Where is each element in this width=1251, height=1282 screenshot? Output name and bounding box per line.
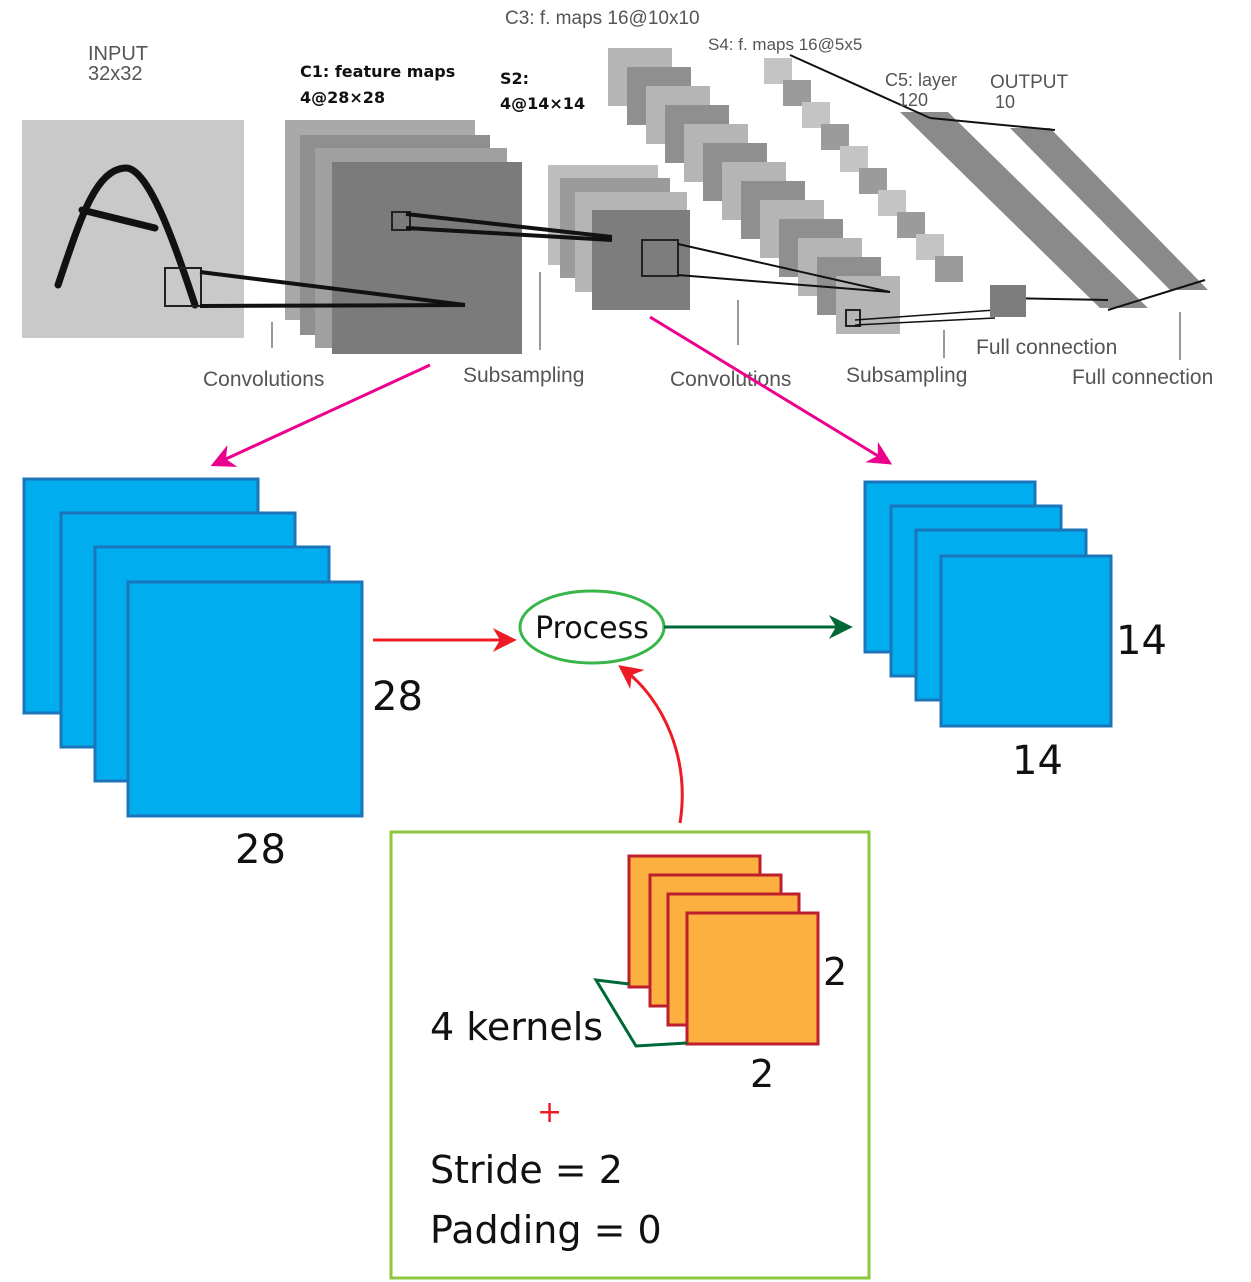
projection-input-c1 [199, 270, 466, 308]
op-subsampling-2: Subsampling [846, 364, 967, 387]
pink-arrow-right [649, 315, 893, 465]
kernels-count-label: 4 kernels [430, 1005, 603, 1049]
projection-s2-c3 [677, 243, 891, 293]
s4-map [764, 58, 792, 84]
c5-label: C5: layer [885, 70, 957, 90]
stride-label: Stride = 2 [430, 1148, 623, 1192]
s4-map [840, 146, 868, 172]
op-full-connection-2: Full connection [1072, 366, 1213, 389]
projection-c1-s2 [405, 212, 613, 242]
s4-feature-maps [764, 58, 963, 282]
output-map-height: 14 [1116, 618, 1167, 664]
input-title: INPUT [88, 43, 148, 65]
output-feature-maps [863, 480, 1113, 728]
process-label: Process [535, 611, 649, 646]
input-map-width: 28 [235, 827, 286, 873]
op-subsampling-1: Subsampling [463, 364, 584, 387]
padding-label: Padding = 0 [430, 1208, 662, 1252]
s4-receptive-field [845, 309, 996, 327]
s4-map [802, 102, 830, 128]
kernel-stack [627, 854, 820, 1046]
s2-title: S2: [500, 69, 529, 88]
s4-map [935, 256, 963, 282]
kernels-pointer [593, 978, 688, 1048]
output-layer-band [1010, 128, 1208, 290]
s4-map [821, 124, 849, 150]
s4-map [859, 168, 887, 194]
c5-layer-band [900, 112, 1148, 308]
c3-feature-maps [608, 48, 900, 334]
s4-label: S4: f. maps 16@5x5 [708, 35, 862, 54]
stage-separators [271, 272, 1181, 360]
s4-map [878, 190, 906, 216]
plus-sign: + [537, 1095, 562, 1130]
output-title: OUTPUT [990, 72, 1069, 93]
lenet-architecture: INPUT 32x32 C1: feature maps 4@28×28 S2:… [22, 8, 1213, 391]
letter-a-drawing [54, 164, 199, 309]
input-receptive-field [164, 267, 202, 307]
input-size: 32x32 [88, 63, 143, 85]
op-convolutions-1: Convolutions [203, 368, 324, 391]
s4-map [783, 80, 811, 106]
kernel-width: 2 [750, 1052, 774, 1096]
s4-map [916, 234, 944, 260]
c1-feature-maps [285, 120, 522, 354]
s2-size: 4@14×14 [500, 94, 585, 113]
c1-size: 4@28×28 [300, 88, 385, 107]
red-arrow-kernel-to-process [618, 665, 684, 824]
output-map-width: 14 [1012, 738, 1063, 784]
s4-map [897, 212, 925, 238]
output-size: 10 [995, 92, 1015, 112]
c5-size: 120 [898, 90, 928, 110]
c3-label: C3: f. maps 16@10x10 [505, 8, 700, 29]
c1-title: C1: feature maps [300, 62, 455, 81]
op-full-connection-1: Full connection [976, 336, 1117, 359]
input-feature-maps [22, 477, 364, 818]
op-convolutions-2: Convolutions [670, 368, 791, 391]
pink-arrow-left [210, 363, 431, 467]
c5-small-map [990, 285, 1026, 317]
kernel-height: 2 [823, 950, 847, 994]
input-map-height: 28 [372, 674, 423, 720]
input-image [22, 120, 244, 338]
s2-feature-maps [548, 165, 690, 310]
